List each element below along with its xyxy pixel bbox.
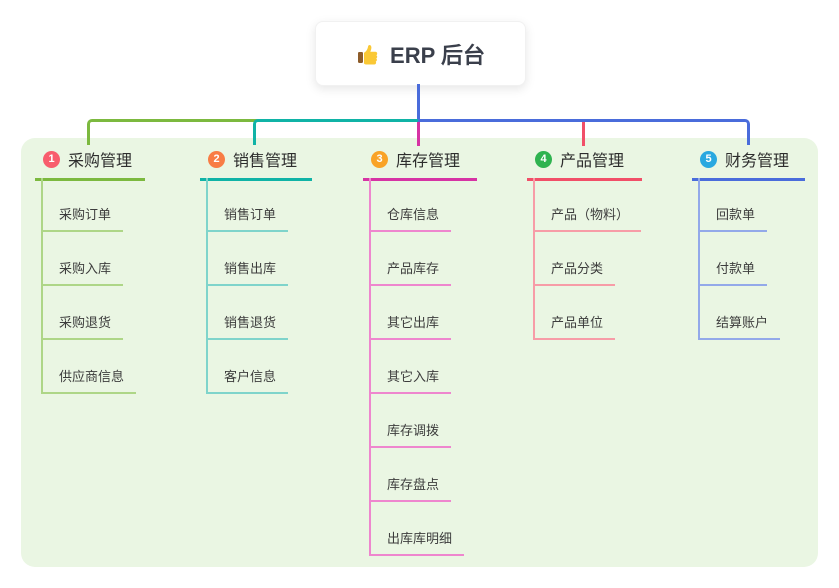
branch-connector-3 [417, 122, 420, 146]
leaf-node[interactable]: 销售订单 [208, 178, 289, 232]
leaf-node[interactable]: 供应商信息 [43, 340, 137, 394]
branch-children-1: 采购订单采购入库采购退货供应商信息 [41, 178, 137, 394]
branch-connector-1 [87, 119, 260, 145]
leaf-node[interactable]: 结算账户 [700, 286, 781, 340]
branch-connector-2 [253, 119, 421, 145]
branch-children-3: 仓库信息产品库存其它出库其它入库库存调拨库存盘点出库库明细 [369, 178, 465, 556]
branch-header-2[interactable]: 2 销售管理 [200, 147, 312, 181]
branch-header-3[interactable]: 3 库存管理 [363, 147, 477, 181]
leaf-node[interactable]: 库存盘点 [371, 448, 452, 502]
branch-title: 销售管理 [233, 153, 298, 170]
root-node-label: ERP 后台 [390, 42, 485, 68]
root-stem-connector [417, 84, 420, 122]
branch-title: 产品管理 [560, 153, 625, 170]
thumbs-up-icon [356, 42, 380, 66]
branch-connector-5 [418, 119, 750, 145]
branch-connector-4 [582, 122, 585, 146]
leaf-node[interactable]: 产品分类 [535, 232, 616, 286]
branch-number-badge: 4 [535, 150, 552, 168]
branch-title: 采购管理 [68, 153, 133, 170]
leaf-node[interactable]: 采购入库 [43, 232, 124, 286]
leaf-node[interactable]: 其它出库 [371, 286, 452, 340]
leaf-node[interactable]: 销售出库 [208, 232, 289, 286]
branch-children-2: 销售订单销售出库销售退货客户信息 [206, 178, 289, 394]
root-node[interactable]: ERP 后台 [315, 21, 526, 86]
branch-number-badge: 2 [208, 150, 225, 168]
leaf-node[interactable]: 出库库明细 [371, 502, 465, 556]
leaf-node[interactable]: 采购订单 [43, 178, 124, 232]
leaf-node[interactable]: 付款单 [700, 232, 768, 286]
leaf-node[interactable]: 回款单 [700, 178, 768, 232]
branch-number-badge: 1 [43, 150, 60, 168]
leaf-node[interactable]: 仓库信息 [371, 178, 452, 232]
leaf-node[interactable]: 采购退货 [43, 286, 124, 340]
leaf-node[interactable]: 库存调拨 [371, 394, 452, 448]
branch-number-badge: 3 [371, 150, 388, 168]
leaf-node[interactable]: 产品单位 [535, 286, 616, 340]
mindmap-panel [21, 138, 818, 567]
branch-header-4[interactable]: 4 产品管理 [527, 147, 642, 181]
branch-number-badge: 5 [700, 150, 717, 168]
leaf-node[interactable]: 产品（物料） [535, 178, 642, 232]
leaf-node[interactable]: 客户信息 [208, 340, 289, 394]
branch-title: 库存管理 [396, 153, 461, 170]
branch-title: 财务管理 [725, 153, 790, 170]
leaf-node[interactable]: 其它入库 [371, 340, 452, 394]
leaf-node[interactable]: 销售退货 [208, 286, 289, 340]
branch-header-5[interactable]: 5 财务管理 [692, 147, 805, 181]
branch-header-1[interactable]: 1 采购管理 [35, 147, 145, 181]
branch-children-5: 回款单付款单结算账户 [698, 178, 781, 340]
leaf-node[interactable]: 产品库存 [371, 232, 452, 286]
branch-children-4: 产品（物料）产品分类产品单位 [533, 178, 642, 340]
